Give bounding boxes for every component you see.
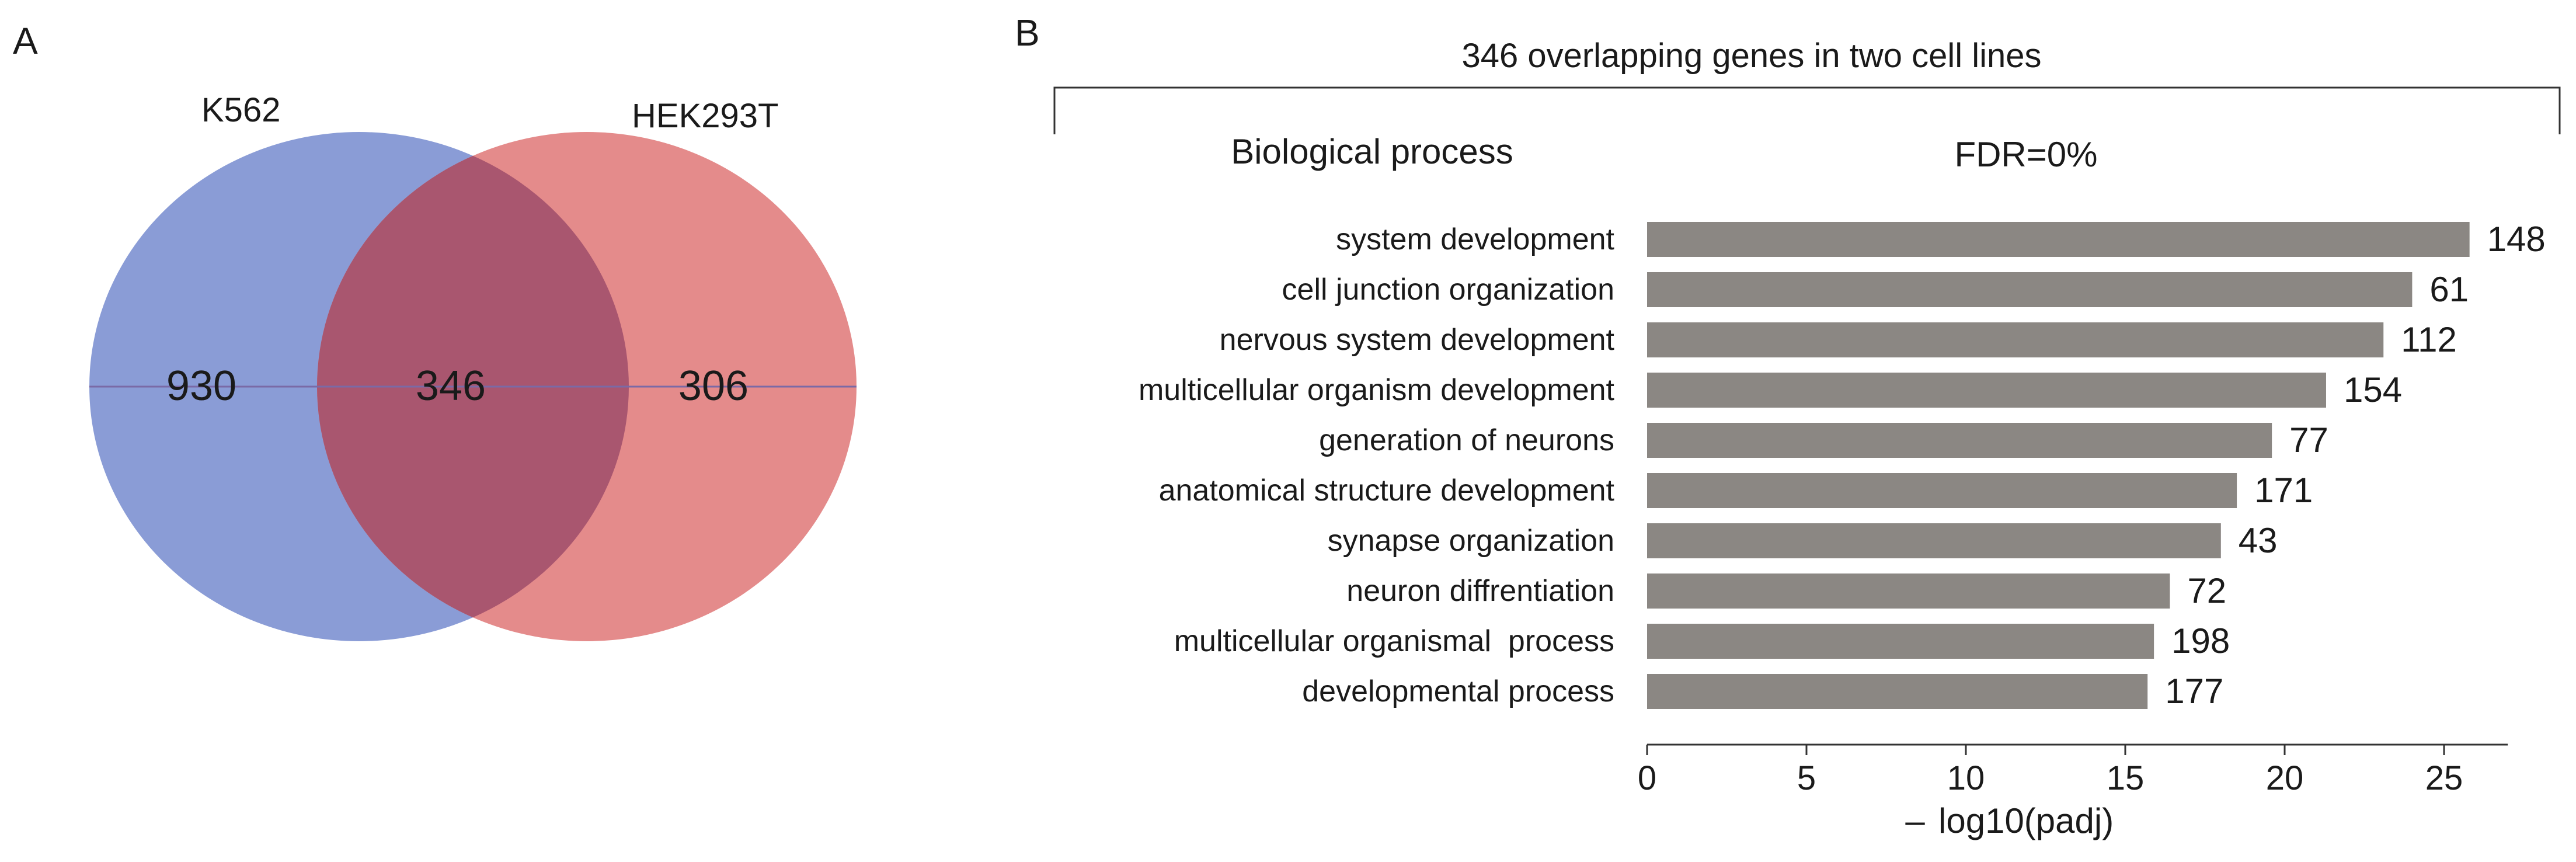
x-axis: 0 5 10 15 20 25 — [1638, 743, 2508, 797]
gene-count-label: 154 — [2344, 370, 2402, 409]
gene-count-label: 198 — [2171, 621, 2230, 661]
gene-count-label: 177 — [2165, 672, 2223, 711]
category-label: multicellular organismal process — [1174, 624, 1614, 658]
gene-count-label: 72 — [2187, 571, 2226, 610]
bars-group: system development 148 cell junction organ… — [1139, 220, 2546, 711]
bar — [1647, 373, 2326, 408]
gene-count-label: 148 — [2487, 220, 2546, 259]
category-label: synapse organization — [1328, 524, 1614, 558]
x-tick-label: 20 — [2266, 759, 2304, 797]
category-label: nervous system development — [1220, 323, 1615, 357]
bar — [1647, 272, 2413, 307]
x-axis-title-prefix: – — [1905, 801, 1925, 840]
venn-label-hek293t: HEK293T — [632, 97, 778, 135]
category-label: cell junction organization — [1282, 273, 1614, 307]
category-label: generation of neurons — [1319, 423, 1614, 457]
x-axis-title: – log10(padj) — [1905, 801, 2114, 840]
value-header: FDR=0% — [1954, 135, 2097, 174]
bar — [1647, 573, 2170, 609]
bar — [1647, 624, 2154, 659]
category-header: Biological process — [1231, 132, 1513, 171]
venn-count-overlap: 346 — [416, 363, 486, 409]
panel-a: A K562 HEK293T 930 346 306 — [13, 20, 857, 641]
bar — [1647, 523, 2221, 558]
category-label: anatomical structure development — [1159, 474, 1615, 508]
venn-count-hek293t-only: 306 — [678, 363, 749, 409]
bar — [1647, 473, 2237, 508]
venn-label-k562: K562 — [201, 91, 280, 129]
category-label: neuron diffrentiation — [1346, 574, 1614, 608]
gene-count-label: 112 — [2401, 320, 2457, 359]
panel-letter-b: B — [1015, 12, 1040, 54]
gene-count-label: 61 — [2429, 270, 2469, 309]
x-axis-title-text: log10(padj) — [1938, 801, 2114, 840]
bar — [1647, 674, 2148, 709]
bar — [1647, 222, 2470, 257]
gene-count-label: 43 — [2239, 521, 2278, 560]
x-tick-label: 15 — [2107, 759, 2145, 797]
title-bracket — [1053, 86, 2561, 134]
panel-b: B 346 overlapping genes in two cell line… — [1015, 12, 2561, 840]
x-tick-label: 25 — [2425, 759, 2463, 797]
gene-count-label: 77 — [2289, 420, 2328, 460]
category-label: developmental process — [1302, 675, 1614, 708]
venn-count-k562-only: 930 — [166, 363, 236, 409]
panel-letter-a: A — [13, 20, 38, 62]
x-tick-label: 0 — [1638, 759, 1656, 797]
gene-count-label: 171 — [2254, 471, 2313, 510]
x-tick-label: 10 — [1947, 759, 1985, 797]
bar-panel-title: 346 overlapping genes in two cell lines — [1461, 37, 2041, 75]
category-label: multicellular organism development — [1139, 373, 1615, 407]
x-tick-label: 5 — [1797, 759, 1816, 797]
category-label: system development — [1336, 223, 1614, 256]
bar — [1647, 322, 2384, 357]
bar — [1647, 423, 2272, 458]
